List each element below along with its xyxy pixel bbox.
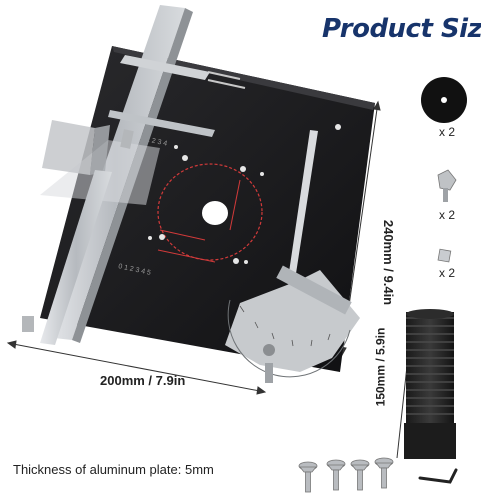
- dust-hose: [404, 309, 456, 459]
- miter-gauge: [225, 265, 360, 383]
- width-dimension-label: 200mm / 7.9in: [100, 373, 186, 388]
- hex-key-icon: [418, 468, 458, 484]
- nut-icon: [437, 248, 452, 263]
- hose-length-label: 150mm / 5.9in: [373, 327, 388, 407]
- nut-qty: x 2: [439, 266, 456, 280]
- screws-icon: [298, 457, 394, 493]
- thickness-note: Thickness of aluminum plate: 5mm: [13, 462, 214, 477]
- fence: [22, 5, 215, 345]
- clamp-knob-icon: [437, 169, 457, 202]
- page-title: Product Size: [322, 14, 481, 44]
- washer-icon: [421, 77, 467, 123]
- washer-qty: x 2: [439, 125, 456, 139]
- height-dimension-label: 240mm / 9.4in: [381, 219, 397, 306]
- clamp-knob-qty: x 2: [439, 208, 456, 222]
